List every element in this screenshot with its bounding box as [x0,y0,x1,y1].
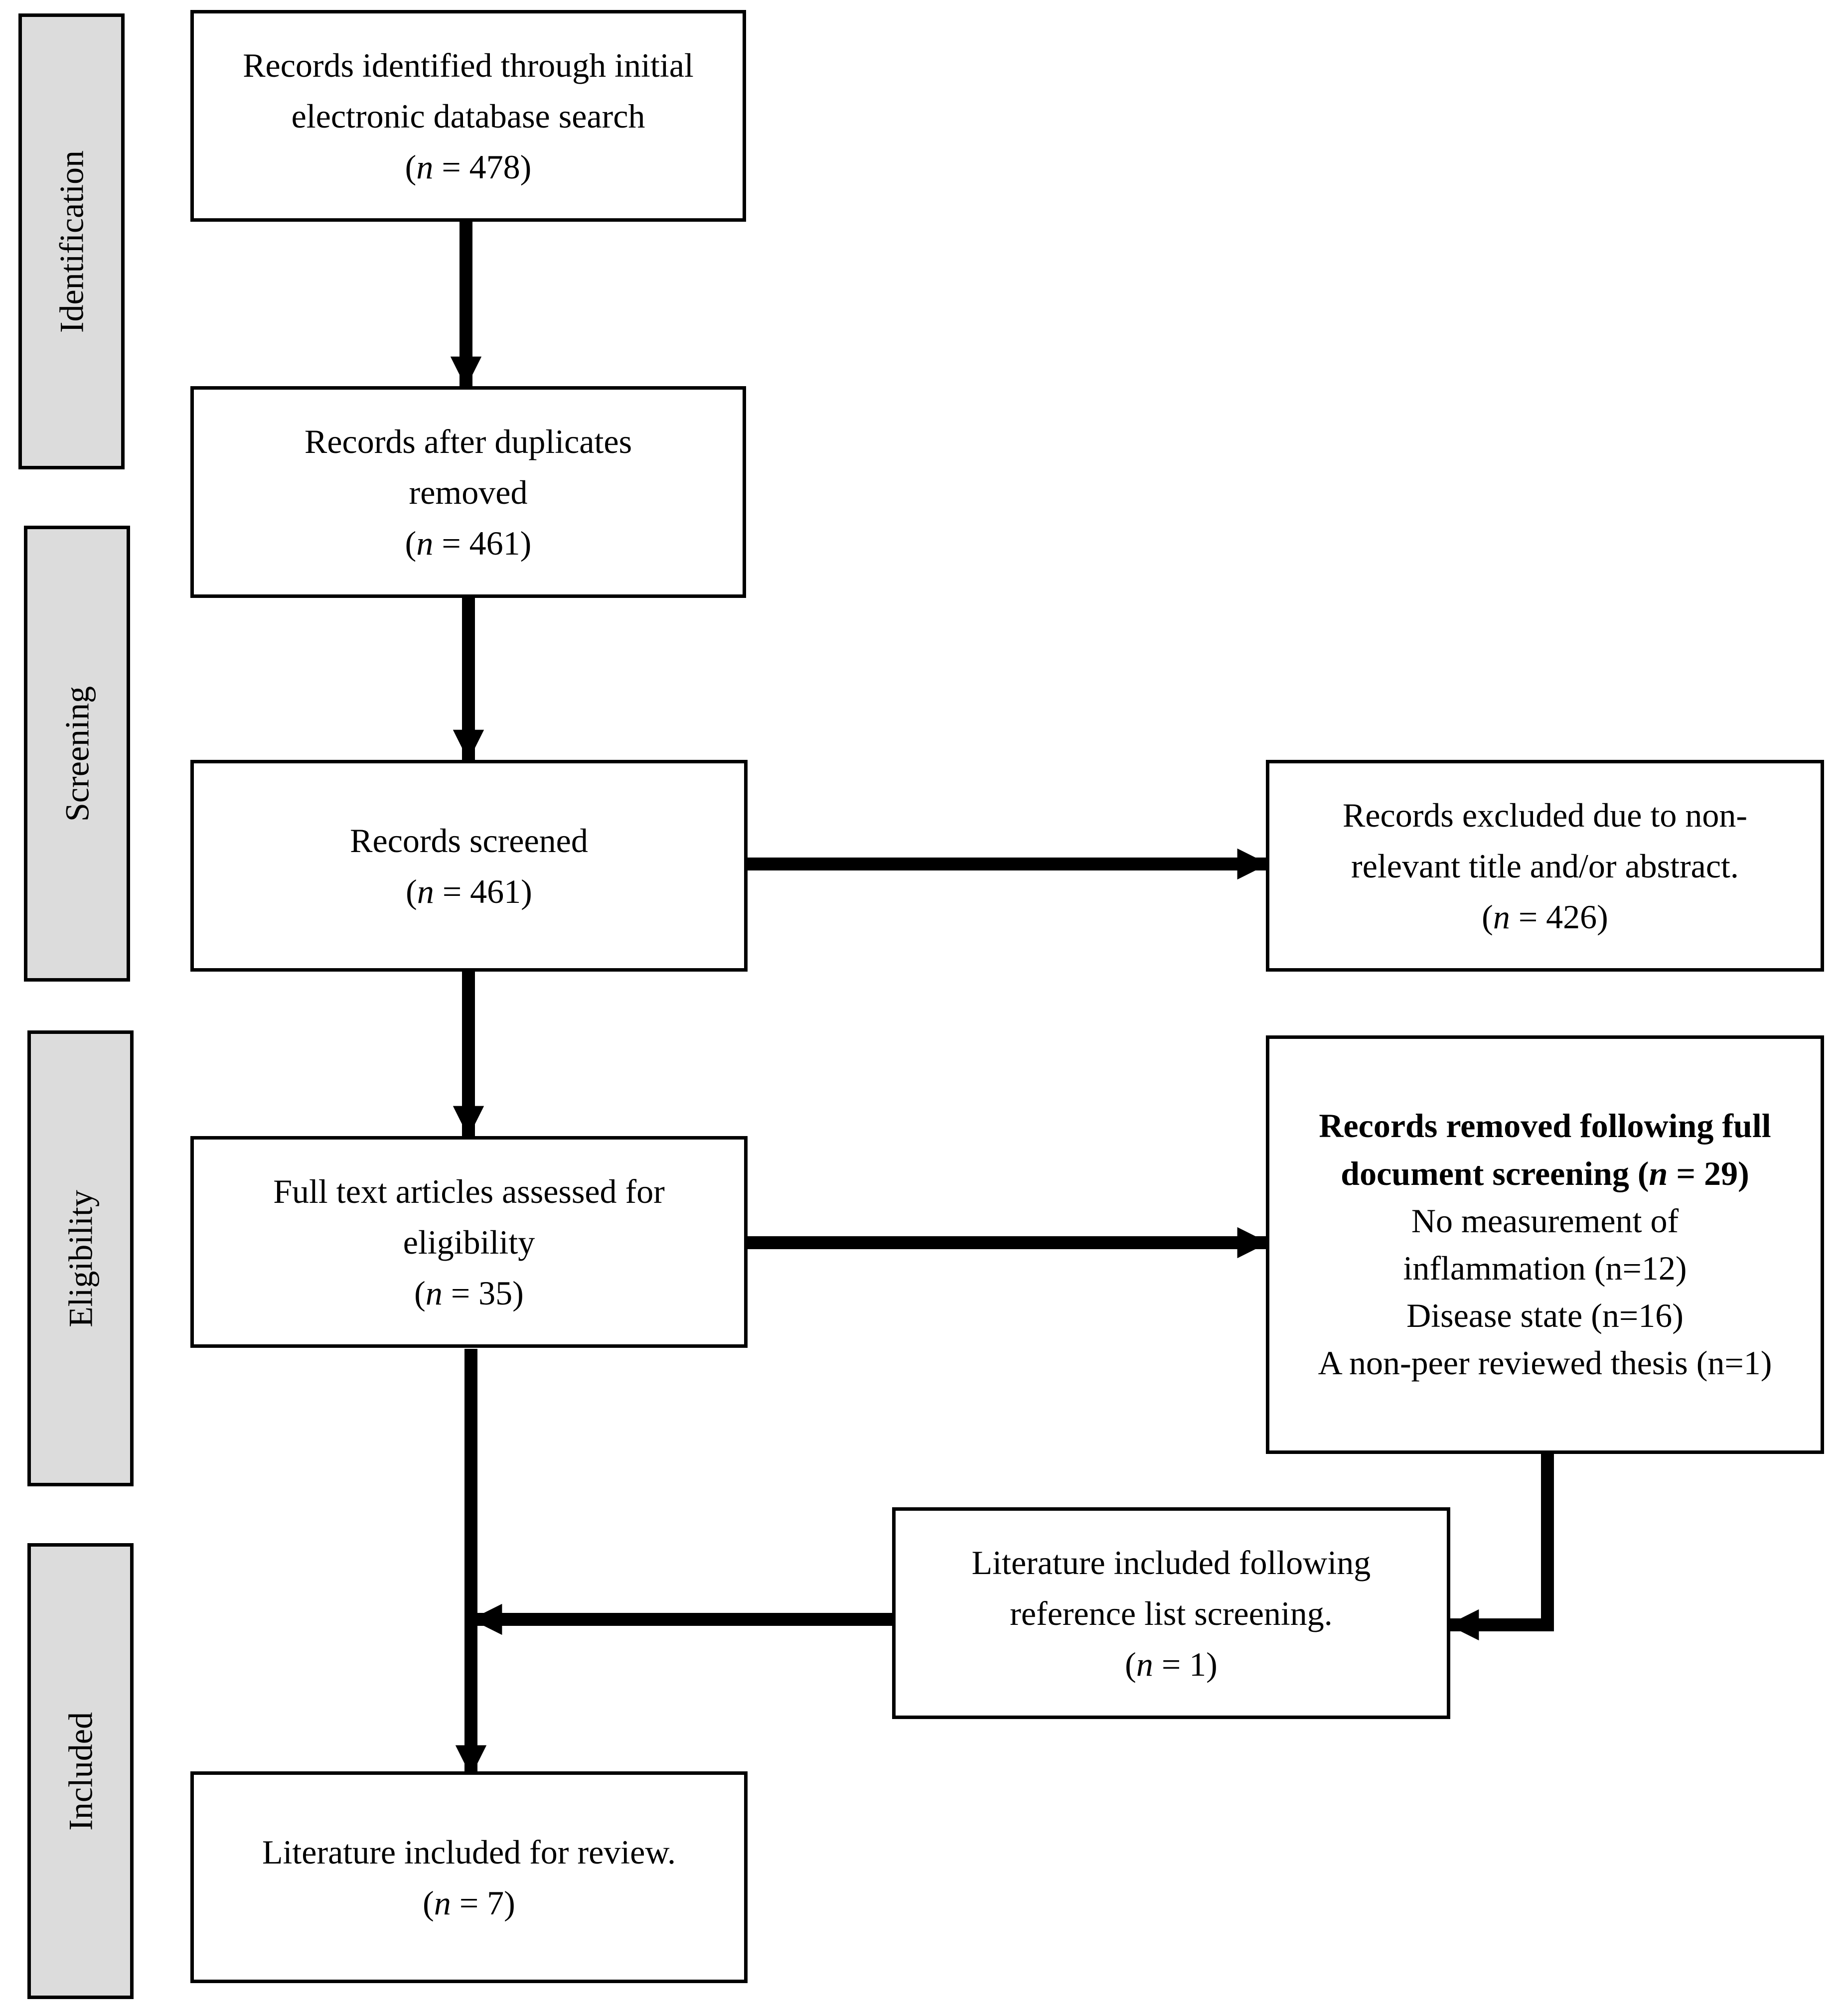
box-records-after-duplicates: Records after duplicates removed (n = 46… [190,386,746,598]
phase-label-included-text: Included [61,1712,99,1831]
box-removed-reason-3: Disease state (n=16) [1406,1296,1684,1335]
phase-label-screening: Screening [24,526,130,982]
phase-label-included: Included [27,1543,134,1999]
phase-label-screening-text: Screening [58,686,96,822]
box-records-screened: Records screened (n = 461) [190,760,748,972]
box-excluded-line1: Records excluded due to non- [1343,796,1747,834]
box-included-review-count: (n = 7) [423,1883,515,1922]
box-full-text-line2: eligibility [403,1223,535,1261]
box-excluded-line2: relevant title and/or abstract. [1351,847,1739,885]
box-screened-count: (n = 461) [406,872,532,910]
box-removed-reason-1: No measurement of [1411,1201,1679,1240]
box-records-identified-line1: Records identified through initial [243,46,694,84]
phase-label-eligibility: Eligibility [27,1030,134,1486]
arrow-removed-to-reference-list [1448,1452,1554,1641]
phase-label-identification-text: Identification [52,150,90,333]
box-after-duplicates-count: (n = 461) [405,524,532,562]
box-records-identified-line2: electronic database search [291,97,645,135]
box-removed-title-line2: document screening (n = 29) [1341,1154,1749,1192]
box-removed-reason-4: A non-peer reviewed thesis (n=1) [1318,1344,1772,1382]
box-full-text-line1: Full text articles assessed for [273,1172,665,1210]
box-reference-list-included: Literature included following reference … [892,1507,1450,1719]
box-records-excluded: Records excluded due to non- relevant ti… [1266,760,1824,972]
box-literature-included-review: Literature included for review. (n = 7) [190,1771,748,1983]
box-records-identified: Records identified through initial elect… [190,10,746,222]
phase-label-identification: Identification [18,13,125,469]
box-after-duplicates-line2: removed [409,473,528,511]
phase-label-eligibility-text: Eligibility [61,1189,99,1327]
box-full-text-count: (n = 35) [414,1274,524,1312]
box-full-text-assessed: Full text articles assessed for eligibil… [190,1136,748,1348]
box-removed-reason-2: inflammation (n=12) [1403,1249,1687,1287]
box-screened-line1: Records screened [350,821,588,860]
box-reference-list-line2: reference list screening. [1010,1594,1333,1632]
box-after-duplicates-line1: Records after duplicates [304,422,632,460]
box-records-identified-count: (n = 478) [405,147,532,186]
box-included-review-line1: Literature included for review. [262,1833,676,1871]
box-reference-list-line1: Literature included following [971,1543,1371,1582]
box-removed-title-line1: Records removed following full [1319,1107,1771,1145]
box-reference-list-count: (n = 1) [1125,1645,1218,1683]
box-records-removed: Records removed following full document … [1266,1035,1824,1454]
box-excluded-count: (n = 426) [1482,897,1608,936]
